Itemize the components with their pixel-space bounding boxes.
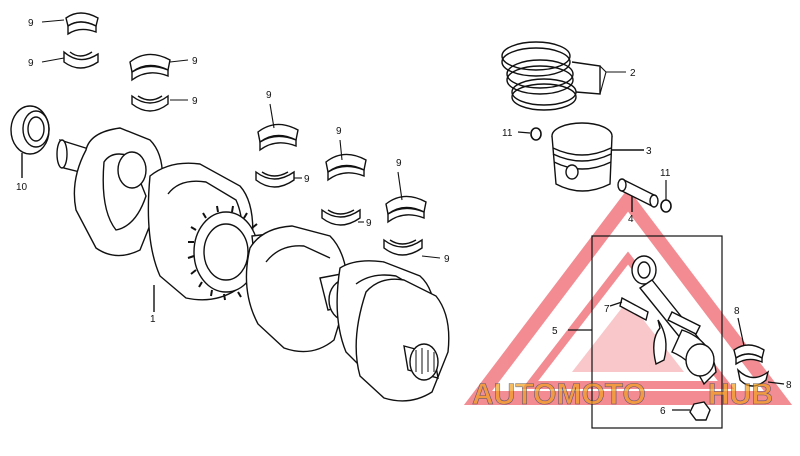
callout-rod-nut: 6 [660, 406, 666, 417]
main-bearing-lower-4 [321, 208, 361, 226]
main-bearing-lower-3 [255, 170, 295, 188]
leader-lines [41, 19, 626, 259]
main-bearing-lower-1 [63, 50, 99, 69]
callout-pin-clip-left: 11 [502, 128, 513, 139]
callout-rod-bearing-b: 8 [786, 380, 792, 391]
callout-main-bearing-9: 9 [396, 158, 402, 169]
main-bearings [63, 12, 427, 256]
callout-pin-clip-right: 11 [660, 168, 671, 179]
oil-seal [10, 105, 50, 178]
callout-main-bearing-8: 9 [366, 218, 372, 229]
callout-main-bearing-6: 9 [304, 174, 310, 185]
timing-gear [187, 205, 264, 301]
watermark-text-left: AUTOMOTO [472, 378, 646, 411]
callout-piston-pin: 4 [628, 214, 634, 225]
callout-crankshaft: 1 [150, 314, 156, 325]
callout-piston-rings: 2 [630, 68, 636, 79]
rod-bearing-lower [736, 367, 770, 387]
main-bearing-upper-1 [65, 12, 99, 36]
callout-main-bearing-7: 9 [336, 126, 342, 137]
main-bearing-upper-4 [325, 153, 367, 182]
callout-rod-bearing-a: 8 [734, 306, 740, 317]
watermark-text-right: HUB [708, 378, 773, 411]
pin-clips [517, 127, 672, 213]
piston-pin [617, 178, 659, 212]
piston [551, 122, 644, 192]
crankshaft [56, 127, 450, 402]
watermark-logo [463, 188, 793, 405]
callout-oil-seal: 10 [16, 182, 28, 193]
callout-main-bearing-4: 9 [192, 96, 198, 107]
connecting-rod-assembly [568, 235, 723, 429]
callout-labels: 9 9 9 9 9 9 9 9 9 9 10 1 2 11 3 11 4 7 5… [16, 18, 792, 417]
rod-nut [672, 401, 711, 421]
watermark-triangle-icon [463, 188, 793, 405]
callout-main-bearing-2: 9 [28, 58, 34, 69]
pin-clip-left [530, 127, 542, 141]
main-bearing-upper-5 [385, 195, 427, 224]
callout-main-bearing-1: 9 [28, 18, 34, 29]
callout-main-bearing-3: 9 [192, 56, 198, 67]
rod-bearings [733, 317, 785, 387]
main-bearing-upper-3 [257, 123, 299, 152]
main-bearing-lower-2 [131, 94, 169, 112]
callout-main-bearing-10: 9 [444, 254, 450, 265]
connecting-rod-frame [591, 235, 723, 429]
callout-connecting-rod: 5 [552, 326, 558, 337]
main-bearing-upper-2 [129, 53, 171, 82]
piston-rings [501, 41, 601, 111]
pin-clip-right [660, 199, 672, 213]
watermark-text: AUTOMOTO HUB [472, 378, 774, 412]
main-bearing-lower-5 [383, 238, 423, 256]
callout-main-bearing-5: 9 [266, 90, 272, 101]
callout-rod-bolt: 7 [604, 304, 610, 315]
callout-piston: 3 [646, 146, 652, 157]
